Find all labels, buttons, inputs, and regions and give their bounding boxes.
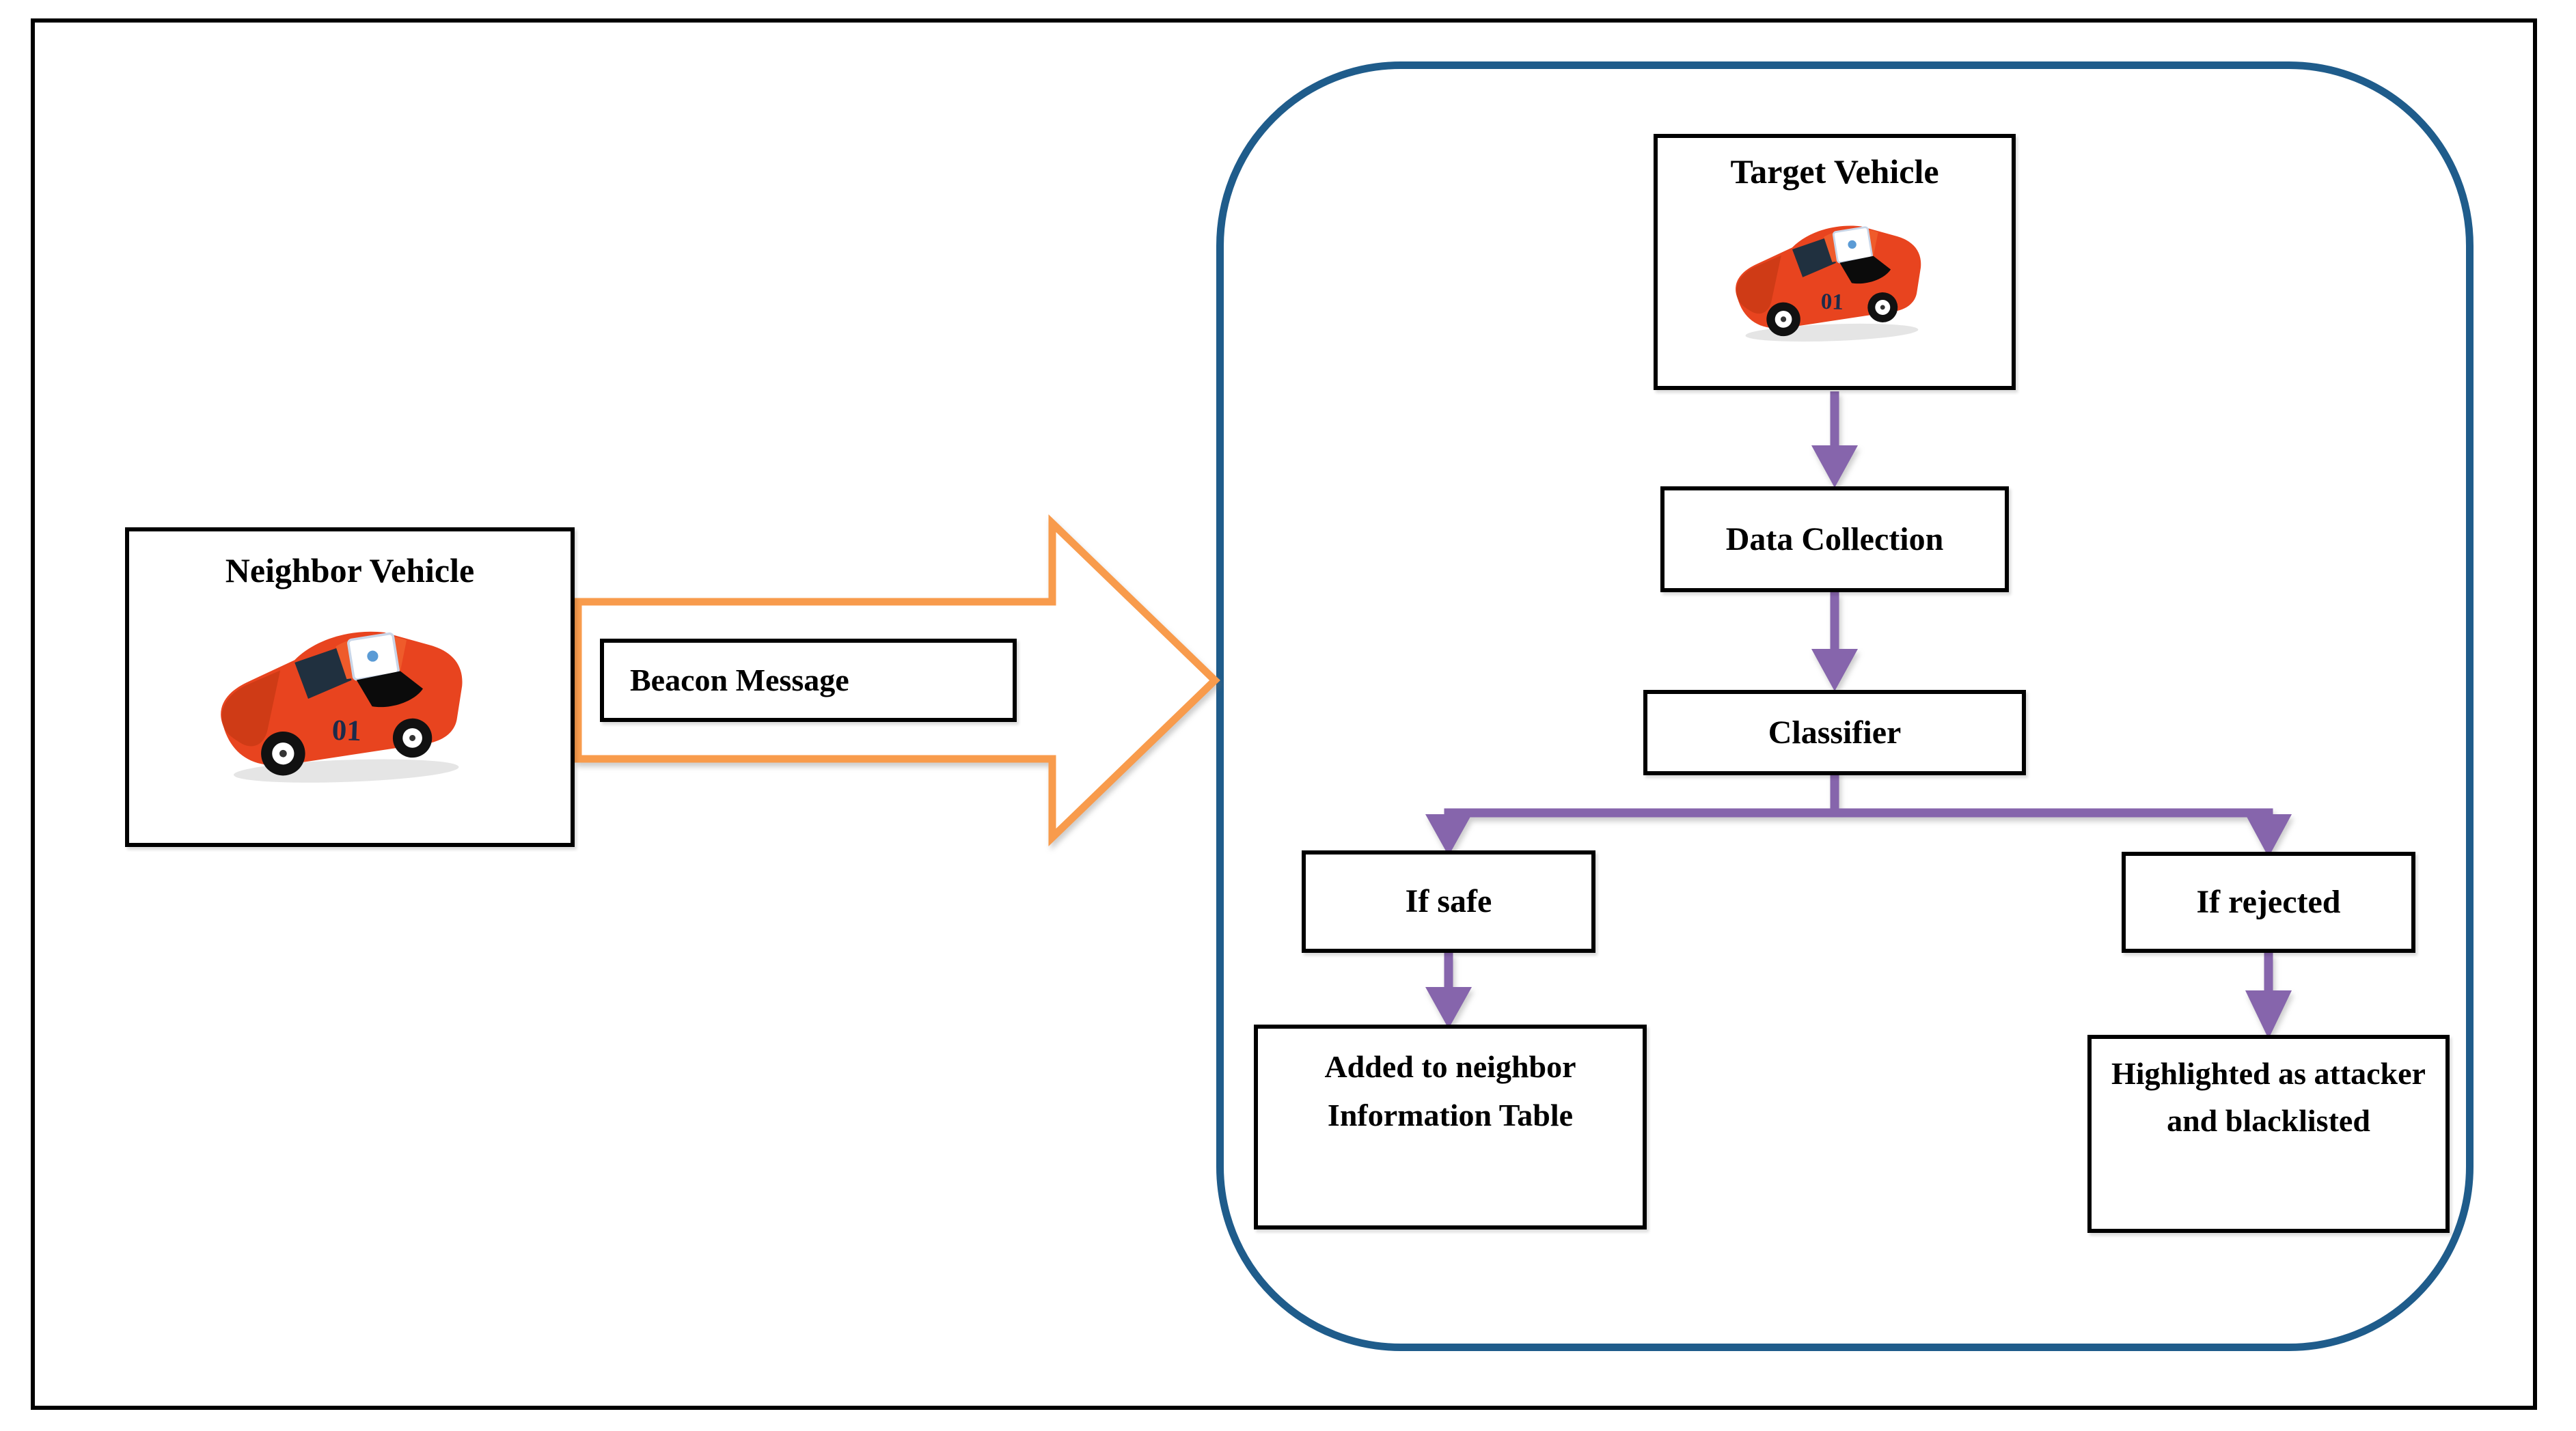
- highlighted-attacker-label: Highlighted as attacker and blacklisted: [2111, 1056, 2426, 1138]
- neighbor-vehicle-title: Neighbor Vehicle: [225, 551, 475, 589]
- target-vehicle-title: Target Vehicle: [1730, 152, 1939, 191]
- data-collection-box: Data Collection: [1660, 486, 2009, 592]
- added-to-neighbor-table-label: Added to neighbor Information Table: [1324, 1049, 1576, 1133]
- added-to-neighbor-table-box: Added to neighbor Information Table: [1254, 1025, 1647, 1229]
- neighbor-vehicle-box: Neighbor Vehicle 01: [125, 527, 575, 847]
- target-car-image: 01: [1736, 225, 1921, 342]
- highlighted-attacker-box: Highlighted as attacker and blacklisted: [2087, 1035, 2450, 1233]
- data-collection-label: Data Collection: [1725, 520, 1944, 557]
- if-safe-box: If safe: [1302, 850, 1595, 953]
- classifier-label: Classifier: [1768, 714, 1902, 751]
- roof-marker-icon: [1832, 225, 1873, 264]
- if-rejected-label: If rejected: [2196, 884, 2341, 920]
- neighbor-car-image: 01: [221, 631, 463, 783]
- car-number: 01: [331, 714, 362, 747]
- roof-marker-icon: [347, 632, 400, 681]
- car-number: 01: [1820, 289, 1844, 314]
- beacon-message-label-box: Beacon Message: [600, 639, 1017, 722]
- target-vehicle-box: Target Vehicle 01: [1654, 134, 2016, 390]
- classifier-box: Classifier: [1643, 690, 2026, 775]
- if-safe-label: If safe: [1405, 883, 1492, 919]
- beacon-message-label: Beacon Message: [630, 663, 849, 698]
- if-rejected-box: If rejected: [2122, 852, 2415, 953]
